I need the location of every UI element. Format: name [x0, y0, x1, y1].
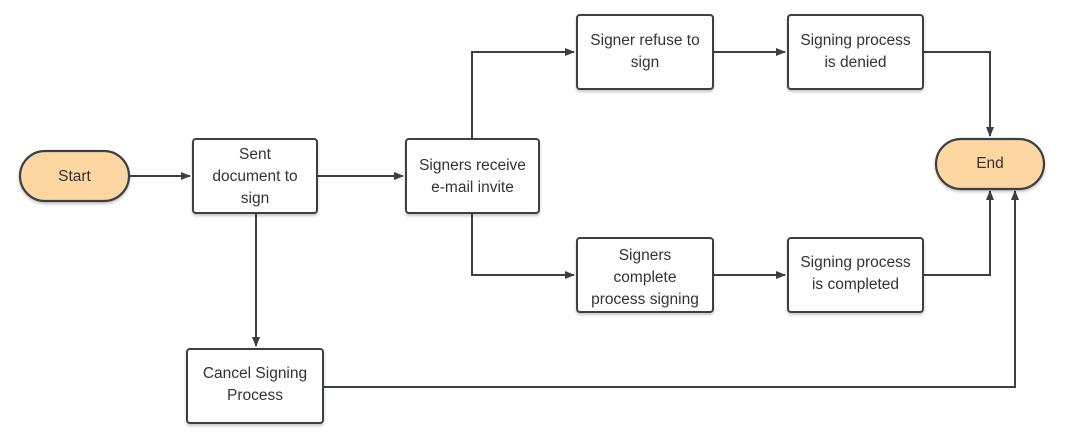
- refuse-label: Signer refuse to sign: [590, 32, 699, 71]
- end-label: End: [976, 155, 1004, 172]
- sent-document-label: Sent document to sign: [212, 146, 297, 207]
- receive-invite-node: Signers receive e-mail invite: [405, 138, 540, 214]
- label-line: Signer refuse to: [590, 32, 699, 49]
- receive-invite-label: Signers receive e-mail invite: [419, 157, 526, 196]
- label-line: Signing process: [800, 254, 911, 271]
- label-line: Signers: [619, 247, 672, 264]
- arrow-receive-to-complete: [471, 213, 575, 279]
- label-line: Sent: [239, 146, 272, 163]
- label-line: complete: [614, 269, 677, 286]
- refuse-node: Signer refuse to sign: [576, 14, 714, 90]
- label-line: e-mail invite: [431, 179, 514, 196]
- completed-label: Signing process is completed: [800, 254, 911, 293]
- label-line: Process: [227, 387, 283, 404]
- arrow-receive-to-refuse: [471, 48, 575, 138]
- label-line: Signing process: [800, 32, 911, 49]
- complete-label: Signers complete process signing: [591, 247, 699, 308]
- start-label: Start: [58, 168, 91, 185]
- label-line: sign: [631, 54, 659, 71]
- label-line: document to: [212, 168, 297, 185]
- label-line: sign: [241, 190, 269, 207]
- start-node: Start: [18, 149, 131, 203]
- sent-document-node: Sent document to sign: [192, 138, 318, 214]
- connectors: [129, 48, 1019, 388]
- arrow-completed-to-end: [923, 190, 994, 276]
- denied-node: Signing process is denied: [787, 14, 924, 90]
- denied-label: Signing process is denied: [800, 32, 911, 71]
- label-line: Signers receive: [419, 157, 526, 174]
- arrow-cancel-to-end: [323, 190, 1019, 388]
- end-node: End: [934, 137, 1046, 191]
- label-line: process signing: [591, 291, 699, 308]
- label-line: is denied: [824, 54, 886, 71]
- arrow-denied-to-end: [923, 51, 994, 137]
- label-line: is completed: [812, 276, 899, 293]
- label-line: Cancel Signing: [203, 365, 307, 382]
- completed-node: Signing process is completed: [787, 237, 924, 313]
- label-line: End: [976, 155, 1004, 172]
- complete-node: Signers complete process signing: [576, 237, 714, 313]
- label-line: Start: [58, 168, 91, 185]
